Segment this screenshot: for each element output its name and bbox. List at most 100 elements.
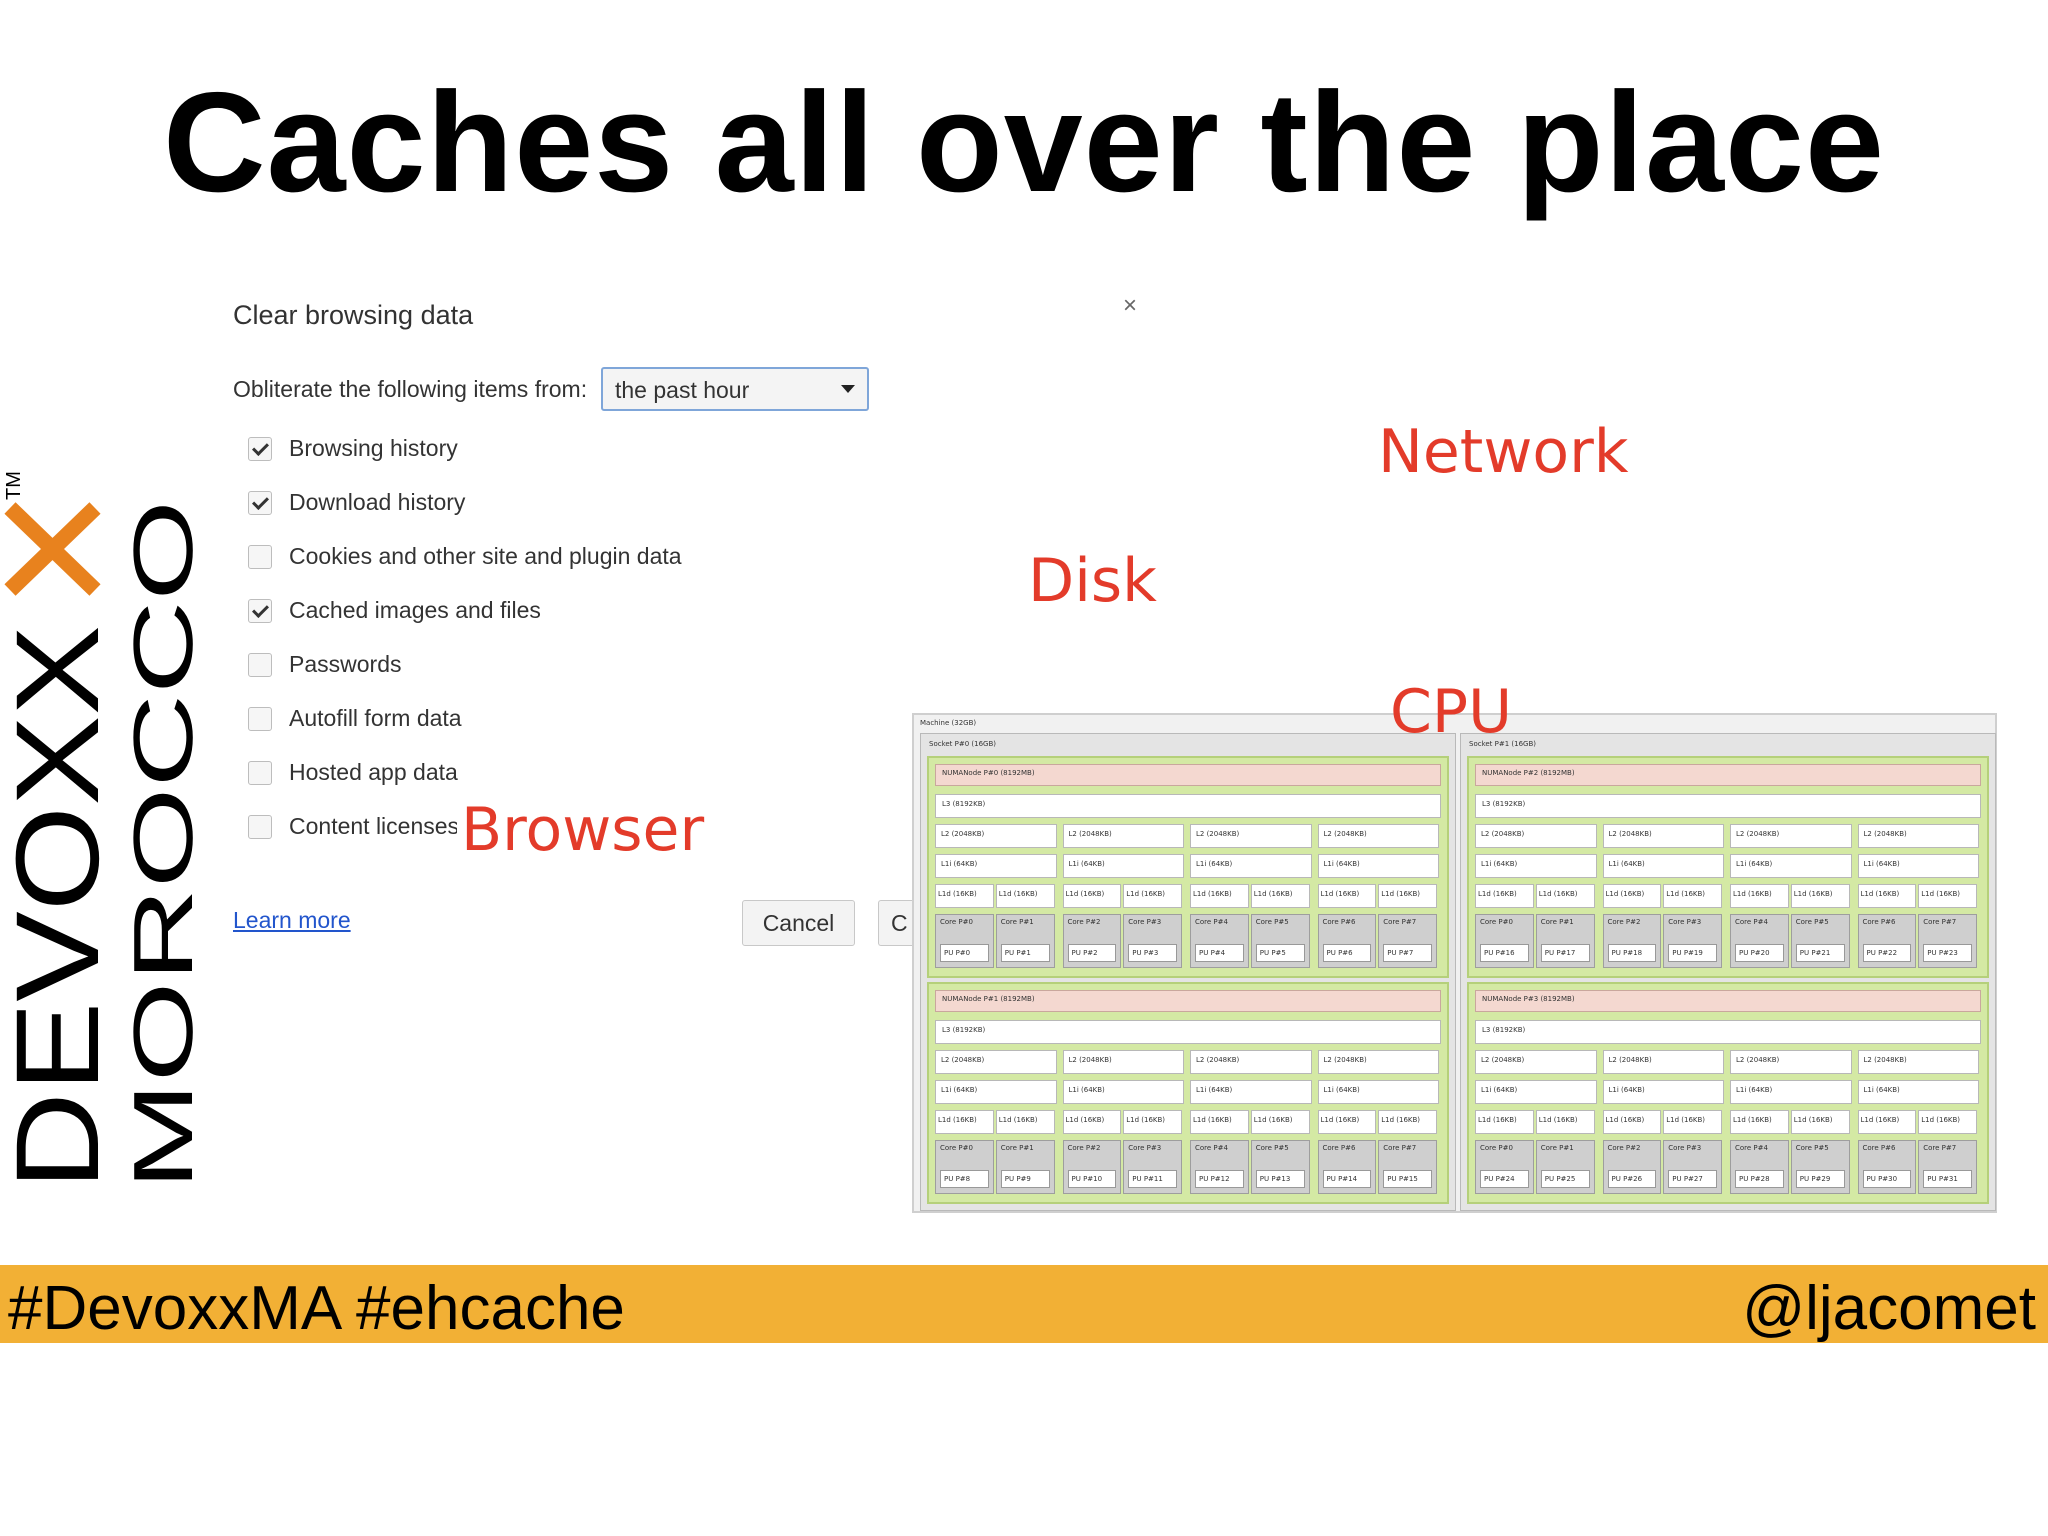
l2-cache: L2 (2048KB) <box>1857 824 1979 848</box>
cpu-topology-diagram: Machine (32GB) Socket P#0 (16GB) NUMANode… <box>912 713 1997 1213</box>
l2-cache: L2 (2048KB) <box>1317 1050 1439 1074</box>
numa-node-label: NUMANode P#3 (8192MB) <box>1475 990 1981 1012</box>
devoxx-morocco-logo: DEVOXX MOROCCO TM <box>0 471 200 1190</box>
core-label: Core P#3 <box>1668 1144 1702 1152</box>
l1i-cache: L1i (64KB) <box>1730 854 1852 878</box>
processing-unit: PU P#1 <box>1000 944 1050 962</box>
l1i-cache: L1i (64KB) <box>1602 854 1724 878</box>
l1i-cache: L1i (64KB) <box>1190 1080 1312 1104</box>
core-label: Core P#4 <box>1195 918 1228 926</box>
l1i-cache: L1i (64KB) <box>1317 1080 1439 1104</box>
socket-label: Socket P#0 (16GB) <box>929 740 997 748</box>
core-label: Core P#6 <box>1862 1144 1896 1152</box>
l1d-cache: L1d (16KB) <box>1250 1110 1310 1134</box>
core-label: Core P#6 <box>1862 918 1896 926</box>
checkbox-label: Cached images and files <box>289 597 541 623</box>
core-label: Core P#2 <box>1607 918 1641 926</box>
l1d-cache: L1d (16KB) <box>1378 884 1437 908</box>
core-label: Core P#5 <box>1795 1144 1829 1152</box>
l1d-cache: L1d (16KB) <box>995 1110 1055 1134</box>
core-label: Core P#0 <box>1480 1144 1513 1152</box>
learn-more-link[interactable]: Learn more <box>233 907 351 933</box>
core-label: Core P#2 <box>1067 1144 1101 1152</box>
core-label: Core P#1 <box>1000 1144 1034 1152</box>
checkbox-hosted-app-data[interactable] <box>248 761 272 785</box>
l1d-cache: L1d (16KB) <box>1062 884 1122 908</box>
cancel-button[interactable]: Cancel <box>742 900 855 946</box>
l1d-cache: L1d (16KB) <box>1730 1110 1789 1134</box>
l1i-cache: L1i (64KB) <box>1317 854 1439 878</box>
logo-x-accent <box>4 502 101 596</box>
checkbox-label: Hosted app data <box>289 759 458 785</box>
checkbox-autofill[interactable] <box>248 707 272 731</box>
processing-unit: PU P#21 <box>1795 944 1845 962</box>
checkbox-browsing-history[interactable] <box>248 437 272 461</box>
checkbox-download-history[interactable] <box>248 491 272 515</box>
socket: Socket P#0 (16GB)NUMANode P#0 (8192MB)L3… <box>920 733 1456 1211</box>
numa-node-label: NUMANode P#0 (8192MB) <box>935 764 1441 786</box>
l1d-cache: L1d (16KB) <box>1857 884 1917 908</box>
processing-unit: PU P#14 <box>1322 1170 1372 1188</box>
footer-hashtags: #DevoxxMA #ehcache <box>8 1274 625 1343</box>
cpu-core: Core P#2 PU P#18 <box>1602 914 1662 968</box>
l1i-cache: L1i (64KB) <box>935 854 1057 878</box>
numa-node: NUMANode P#1 (8192MB)L3 (8192KB)L2 (2048… <box>927 982 1449 1204</box>
clear-button[interactable]: C <box>878 900 918 946</box>
l2-cache: L2 (2048KB) <box>1730 1050 1852 1074</box>
l2-cache: L2 (2048KB) <box>1317 824 1439 848</box>
footer-handle: @ljacomet <box>1742 1274 2036 1343</box>
logo-trademark: TM <box>3 471 25 500</box>
processing-unit: PU P#4 <box>1195 944 1244 962</box>
checkbox-cookies[interactable] <box>248 545 272 569</box>
core-label: Core P#5 <box>1255 1144 1289 1152</box>
l1d-cache: L1d (16KB) <box>1123 1110 1182 1134</box>
processing-unit: PU P#20 <box>1735 944 1784 962</box>
cpu-core: Core P#6 PU P#30 <box>1857 1140 1917 1194</box>
numa-node-label: NUMANode P#2 (8192MB) <box>1475 764 1981 786</box>
l2-cache: L2 (2048KB) <box>1475 824 1597 848</box>
processing-unit: PU P#9 <box>1000 1170 1050 1188</box>
disk-label: Disk <box>1028 546 1157 616</box>
clear-browsing-data-dialog: Clear browsing data × Obliterate the fol… <box>233 270 1153 970</box>
checkbox-content-licenses[interactable] <box>248 815 272 839</box>
processing-unit: PU P#23 <box>1923 944 1972 962</box>
machine-label: Machine (32GB) <box>920 719 977 727</box>
l2-cache: L2 (2048KB) <box>1062 824 1184 848</box>
l1d-cache: L1d (16KB) <box>1317 884 1377 908</box>
processing-unit: PU P#8 <box>940 1170 989 1188</box>
processing-unit: PU P#15 <box>1383 1170 1432 1188</box>
processing-unit: PU P#6 <box>1322 944 1372 962</box>
processing-unit: PU P#18 <box>1607 944 1657 962</box>
l2-cache: L2 (2048KB) <box>1062 1050 1184 1074</box>
l1i-cache: L1i (64KB) <box>1475 854 1597 878</box>
processing-unit: PU P#5 <box>1255 944 1305 962</box>
core-label: Core P#4 <box>1735 1144 1768 1152</box>
close-icon[interactable]: × <box>1123 292 1138 319</box>
dialog-title: Clear browsing data <box>233 300 474 330</box>
checkbox-passwords[interactable] <box>248 653 272 677</box>
checkbox-cached-images[interactable] <box>248 599 272 623</box>
core-label: Core P#6 <box>1322 1144 1356 1152</box>
l1d-cache: L1d (16KB) <box>1535 884 1595 908</box>
logo-devoxx-text: DEVOXX <box>0 625 124 1190</box>
processing-unit: PU P#30 <box>1862 1170 1912 1188</box>
processing-unit: PU P#29 <box>1795 1170 1845 1188</box>
time-range-value: the past hour <box>615 377 750 403</box>
l1d-cache: L1d (16KB) <box>1378 1110 1437 1134</box>
time-range-select[interactable]: the past hour <box>601 367 869 411</box>
core-label: Core P#7 <box>1923 918 1957 926</box>
processing-unit: PU P#24 <box>1480 1170 1529 1188</box>
l2-cache: L2 (2048KB) <box>1602 1050 1724 1074</box>
checkbox-label: Browsing history <box>289 435 458 461</box>
